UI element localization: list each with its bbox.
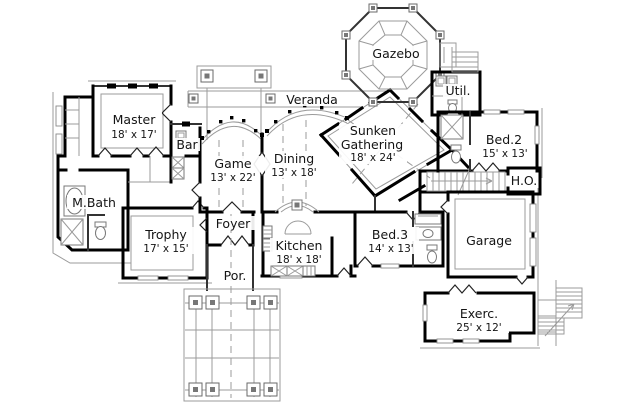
label-master-dims: 18' x 17' (111, 129, 156, 141)
label-home-office: H.O. (511, 173, 537, 188)
label-bg (363, 227, 419, 254)
label-bg (479, 132, 531, 158)
label-master-bath: M.Bath (72, 195, 116, 210)
label-dining-dims: 13' x 18' (271, 167, 316, 179)
curved-counter-icon (274, 199, 320, 213)
label-bg (206, 156, 260, 184)
label-bg (283, 92, 341, 106)
label-game-name: Game (214, 156, 252, 171)
toilet-icon (450, 144, 462, 164)
label-kitchen-name: Kitchen (276, 238, 323, 253)
utility-room (430, 51, 482, 117)
kitchen-sink-icon (270, 265, 316, 277)
master-suite (55, 83, 202, 158)
label-gathering-line2: Gathering (341, 137, 403, 152)
front-door (220, 235, 250, 246)
portico-post-icon (188, 69, 276, 104)
label-exercise-dims: 25' x 12' (456, 322, 501, 334)
veranda (187, 65, 386, 145)
toilet-icon (94, 221, 107, 240)
shower-icon (440, 114, 464, 140)
garage (440, 190, 537, 285)
garage-door (529, 203, 537, 233)
label-bg (339, 124, 407, 164)
label-porch: Por. (224, 268, 247, 283)
label-bg (370, 46, 422, 60)
label-bg (106, 112, 162, 141)
bathtub-icon (414, 213, 442, 225)
label-veranda: Veranda (286, 92, 338, 107)
label-bg (218, 268, 252, 282)
washer-dryer-icon (435, 75, 458, 87)
gazebo-chimney (439, 42, 457, 68)
label-bg (137, 227, 195, 254)
label-bg (443, 84, 473, 97)
labels: Master 18' x 17' Bar Game 13' x 22' Vera… (67, 46, 538, 334)
label-kitchen-dims: 18' x 18' (276, 254, 321, 266)
exterior-stairs (537, 287, 583, 337)
label-game-dims: 13' x 22' (210, 172, 255, 184)
label-bed3-name: Bed.3 (372, 227, 408, 242)
overhang-lines (52, 80, 557, 349)
label-bg (174, 138, 200, 151)
colonnade-arc-game (200, 116, 264, 145)
label-exercise-name: Exerc. (460, 306, 498, 321)
label-master-name: Master (113, 112, 157, 127)
bed3-suite (353, 210, 445, 269)
label-util: Util. (446, 83, 471, 98)
shower-icon (60, 218, 84, 246)
label-bg (211, 216, 255, 230)
gazebo-post-icon (341, 3, 445, 107)
label-trophy-dims: 17' x 15' (143, 243, 188, 255)
kitchen-island-icon (284, 220, 312, 235)
label-gathering-dims: 18' x 24' (350, 152, 395, 164)
toilet-icon (426, 244, 438, 264)
gazebo (341, 3, 457, 107)
stair-direction-arrow (431, 177, 493, 185)
label-bg (270, 238, 328, 265)
label-bg (463, 233, 515, 247)
label-gazebo: Gazebo (372, 46, 419, 61)
label-bg (510, 174, 538, 187)
exercise-room (422, 284, 536, 344)
stair-hall (418, 147, 510, 214)
vanity-icon (415, 226, 442, 241)
label-bed3-dims: 14' x 13' (368, 243, 413, 255)
powder-toilet-icon (447, 99, 458, 113)
label-bg (265, 151, 323, 178)
bar-area (171, 130, 202, 180)
bed2-suite (436, 109, 540, 173)
pergola-post-icon (188, 295, 278, 397)
label-bed2-dims: 15' x 13' (482, 148, 527, 160)
label-bed2-name: Bed.2 (486, 132, 522, 147)
front-porch (206, 214, 254, 398)
label-bar: Bar (176, 137, 198, 152)
label-dining-name: Dining (274, 151, 314, 166)
label-foyer: Foyer (216, 216, 251, 231)
garage-door (529, 237, 537, 267)
label-trophy-name: Trophy (144, 227, 187, 242)
label-gathering-line1: Sunken (350, 123, 396, 138)
label-bg (67, 195, 121, 209)
label-bg (449, 306, 509, 333)
stair-direction-arrow (544, 303, 575, 337)
pergola (183, 288, 281, 402)
bar-cabinet-icon (171, 156, 185, 180)
label-garage: Garage (466, 233, 512, 248)
